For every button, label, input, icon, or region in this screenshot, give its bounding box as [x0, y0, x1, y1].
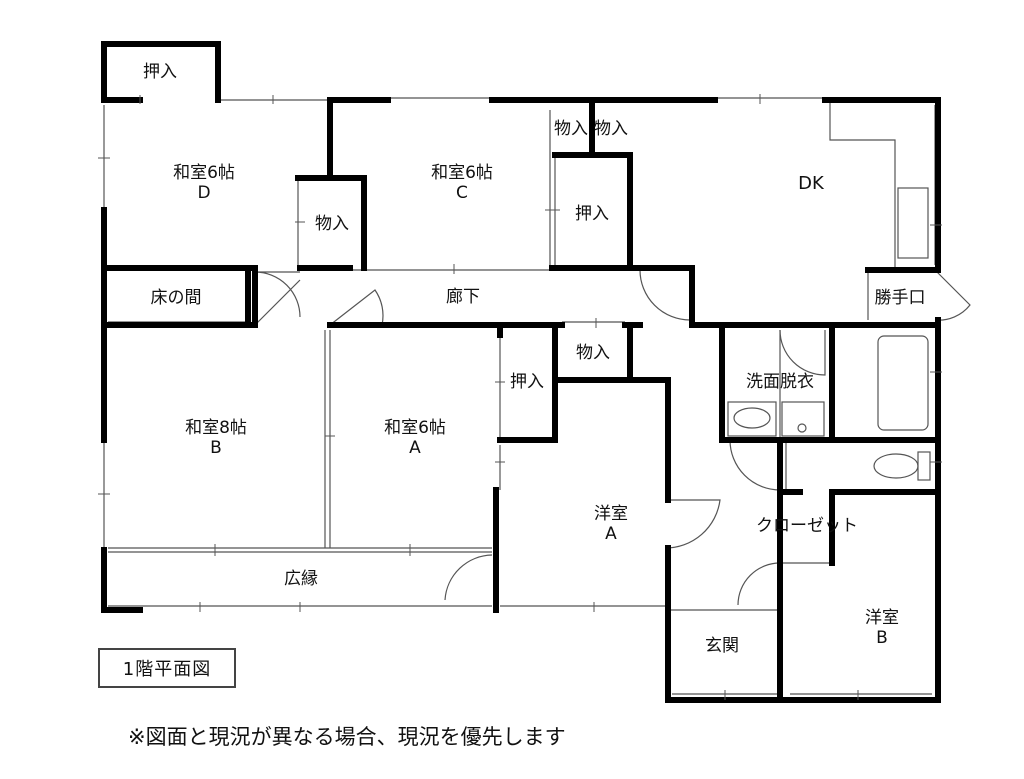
room-monoire-2: 物入 — [594, 119, 628, 139]
room-genkan: 玄関 — [705, 636, 739, 656]
room-hiroen: 広縁 — [284, 569, 318, 589]
room-monoire-1: 物入 — [554, 119, 588, 139]
room-oshiire-top: 押入 — [143, 62, 177, 82]
room-rouka: 廊下 — [446, 287, 480, 307]
thin-lines — [103, 97, 941, 695]
room-monoire-hall: 物入 — [576, 343, 610, 363]
room-monoire-dc: 物入 — [315, 214, 349, 234]
room-closet: クローゼット — [756, 516, 858, 536]
room-senmen: 洗面脱衣 — [746, 372, 814, 392]
room-oshiire-c: 押入 — [575, 204, 609, 224]
room-oshiire-a: 押入 — [510, 372, 544, 392]
room-dk: DK — [798, 173, 824, 194]
tick-marks — [98, 94, 942, 700]
walls — [101, 41, 941, 703]
plan-title: 1階平面図 — [98, 648, 236, 688]
room-katteguchi: 勝手口 — [874, 288, 926, 308]
disclaimer-note: ※図面と現況が異なる場合、現況を優先します — [128, 725, 566, 749]
room-tokonoma: 床の間 — [150, 288, 202, 308]
